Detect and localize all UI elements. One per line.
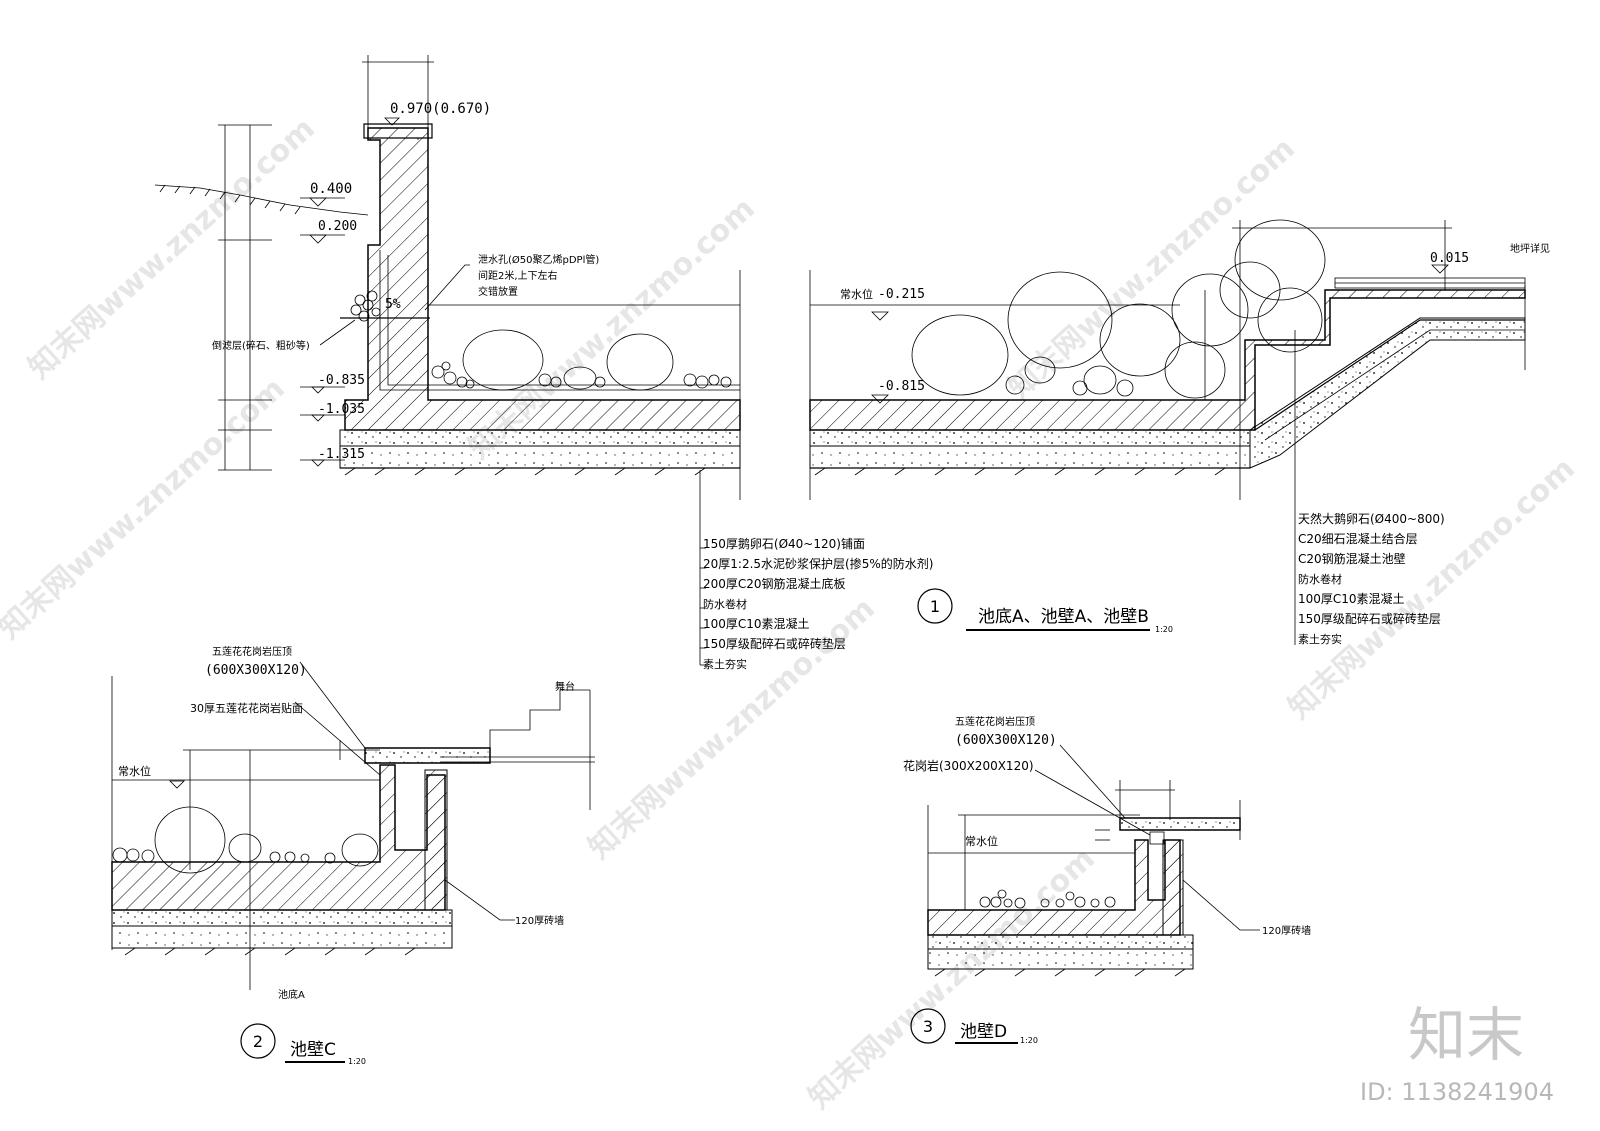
layer-a-item: 防水卷材	[703, 597, 747, 611]
coping-size-d: (600X300X120)	[955, 733, 1057, 748]
watermark-text: 知末网www.znzmo.com	[0, 371, 292, 646]
elevation-right-top: 0.015	[1430, 251, 1469, 266]
watermark-text: 知末网www.znzmo.com	[1002, 131, 1302, 406]
elevation-normal-water: -0.215	[878, 287, 925, 302]
normal-water-label: 常水位	[840, 287, 873, 301]
see-paving-label: 地坪详见	[1510, 242, 1550, 255]
drain-hole-label: 交错放置	[478, 285, 518, 298]
title-2-circle	[240, 1023, 276, 1059]
title-3-number: 3	[923, 1017, 933, 1036]
granite-label-d: 花岗岩(300X200X120)	[903, 758, 1034, 773]
detail-1-right-section	[809, 219, 1526, 645]
elevation-pool-bottom-b: -0.815	[878, 379, 925, 394]
layer-b-item: 天然大鹅卵石(Ø400~800)	[1298, 511, 1445, 526]
title-2-name: 池壁C	[290, 1040, 336, 1060]
drain-hole-label: 间距2米,上下左右	[478, 269, 558, 282]
elevation-bottom-a: -0.835	[318, 373, 365, 388]
brick-wall-label-c: 120厚砖墙	[515, 914, 564, 927]
slope-label: 5%	[385, 297, 401, 312]
elevation-ground-upper: 0.400	[310, 181, 352, 197]
title-3-circle	[910, 1008, 946, 1044]
gravel-filter	[350, 290, 381, 322]
watermark-text: 知末网www.znzmo.com	[1282, 451, 1582, 726]
layer-b-item: C20细石混凝土结合层	[1298, 531, 1418, 546]
layer-a-item: 20厚1:2.5水泥砂浆保护层(掺5%的防水剂)	[703, 556, 933, 571]
elevation-ground-lower: 0.200	[318, 219, 357, 234]
layer-a-item: 素土夯实	[703, 657, 747, 671]
title-3-scale: 1:20	[1020, 1036, 1038, 1045]
title-1-number: 1	[930, 597, 940, 616]
title-3-name: 池壁D	[960, 1022, 1007, 1042]
water-label-d: 常水位	[965, 834, 998, 848]
image-id: ID: 1138241904	[1360, 1078, 1554, 1106]
coping-label-d: 五莲花花岗岩压顶	[955, 715, 1035, 728]
detail-2-section	[111, 661, 595, 990]
layer-b-item: 素土夯实	[1298, 632, 1342, 646]
drain-hole-label: 泄水孔(Ø50聚乙烯pDPl管)	[478, 253, 599, 266]
layer-b-item: 防水卷材	[1298, 572, 1342, 586]
layers-a-callout	[699, 470, 706, 666]
layer-b-item: 100厚C10素混凝土	[1298, 591, 1405, 606]
layer-a-item: 100厚C10素混凝土	[703, 616, 810, 631]
watermark-text: 知末网www.znzmo.com	[582, 591, 882, 866]
coping-label-c: 五莲花花岗岩压顶	[212, 645, 292, 658]
facing-label-c: 30厚五莲花花岗岩贴面	[190, 701, 303, 715]
stage-label: 舞台	[555, 680, 575, 693]
title-1-circle	[917, 588, 953, 624]
watermark-text: 知末网www.znzmo.com	[802, 841, 1102, 1116]
layer-a-item: 150厚鹅卵石(Ø40~120)铺面	[703, 537, 865, 551]
elevation-bottom-c: -1.315	[318, 447, 365, 462]
coping-size-c: (600X300X120)	[205, 663, 307, 678]
elevation-wall-top: 0.970(0.670)	[390, 101, 491, 117]
elevation-bottom-b: -1.035	[318, 402, 365, 417]
detail-1-left-section	[154, 55, 741, 500]
layer-a-item: 150厚级配碎石或碎砖垫层	[703, 636, 846, 651]
brand-logo: 知末	[1408, 1001, 1524, 1069]
layer-a-item: 200厚C20钢筋混凝土底板	[703, 576, 846, 591]
layer-b-item: 150厚级配碎石或碎砖垫层	[1298, 611, 1441, 626]
detail-3-section	[927, 744, 1260, 977]
filter-layer-label: 倒滤层(碎石、粗砂等)	[212, 339, 310, 352]
title-1-scale: 1:20	[1155, 625, 1173, 634]
title-2-scale: 1:20	[348, 1057, 366, 1066]
title-2-number: 2	[253, 1032, 263, 1051]
title-1-name: 池底A、池壁A、池壁B	[978, 607, 1149, 627]
water-label-c: 常水位	[118, 764, 151, 778]
layer-b-item: C20钢筋混凝土池壁	[1298, 551, 1406, 566]
pool-bottom-a-ref: 池底A	[278, 988, 305, 1001]
brick-wall-label-d: 120厚砖墙	[1262, 924, 1311, 937]
